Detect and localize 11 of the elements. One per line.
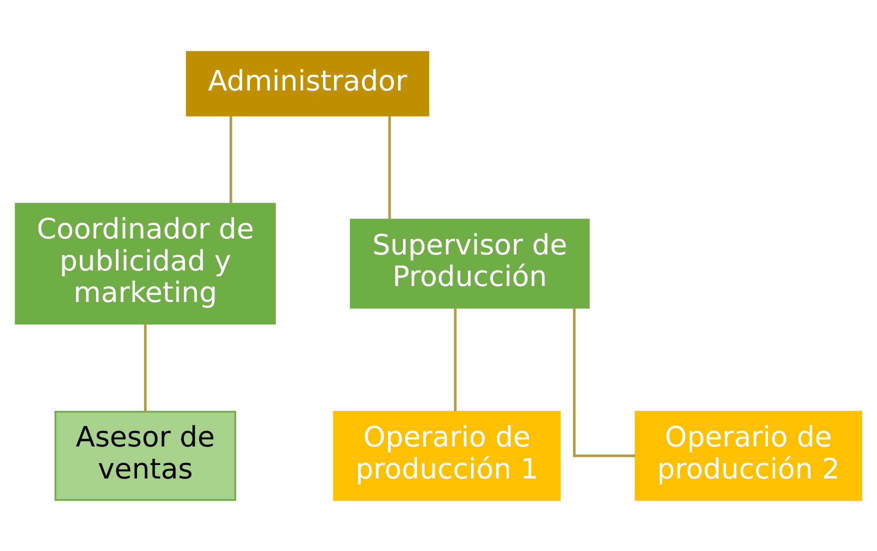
connector [144, 323, 147, 412]
connector [454, 307, 457, 411]
node-box: Operario de producción 2 [634, 410, 862, 500]
node-box: Operario de producción 1 [333, 410, 561, 500]
node-box: Coordinador de publicidad y marketing [14, 202, 276, 324]
node-box: Supervisor de Producción [350, 218, 590, 308]
node-box: Asesor de ventas [54, 410, 236, 500]
connector [230, 115, 232, 203]
connector [388, 115, 391, 218]
node-box: Administrador [186, 50, 430, 116]
connector [572, 307, 636, 457]
